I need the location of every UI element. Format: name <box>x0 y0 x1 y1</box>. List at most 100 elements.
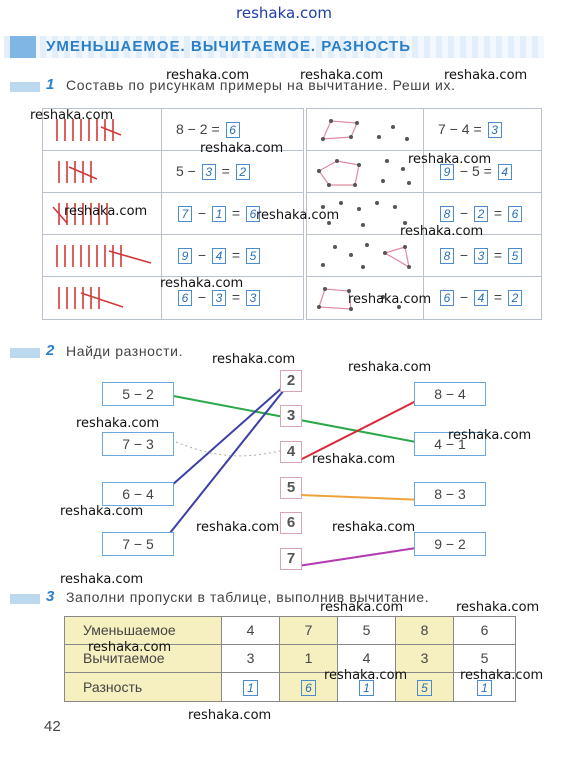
answer-box: 8 <box>440 248 454 264</box>
number-box: 7 <box>280 548 302 570</box>
difference-cell: 5 <box>395 672 454 702</box>
row-label-minuend: Уменьшаемое <box>64 616 222 645</box>
answer-box: 3 <box>245 290 260 306</box>
answer-box: 4 <box>497 164 512 180</box>
title-band <box>4 36 544 58</box>
equation-right-4: 8 − 3 = 5 <box>438 247 524 264</box>
eq-a: 8 <box>176 121 184 137</box>
task1-bar <box>10 82 40 92</box>
line-red <box>299 398 421 461</box>
answer-box: 4 <box>473 290 488 306</box>
watermark: reshaka.com <box>456 600 540 615</box>
watermark: reshaka.com <box>324 668 408 683</box>
right-expression: 9 − 2 <box>414 532 486 556</box>
equation-cell <box>161 276 304 320</box>
row-label-subtrahend: Вычитаемое <box>64 644 222 673</box>
sticks-picture <box>58 287 124 309</box>
task1-number: 1 <box>46 76 55 93</box>
watermark: reshaka.com <box>76 416 160 431</box>
dots-picture <box>321 243 411 269</box>
answer-box: 8 <box>440 206 454 222</box>
watermark: reshaka.com <box>166 68 250 83</box>
watermark: reshaka.com <box>312 452 396 467</box>
number-box: 2 <box>280 370 302 392</box>
sticks-picture <box>58 161 98 183</box>
watermark: reshaka.com <box>160 276 244 291</box>
answer-box: 4 <box>211 248 226 264</box>
line-blue-2 <box>161 389 285 544</box>
left-expression: 7 − 3 <box>102 432 174 456</box>
dots-picture <box>317 159 411 187</box>
task2-bar <box>10 348 40 358</box>
left-expression: 5 − 2 <box>102 382 174 406</box>
eq-a: 7 <box>438 121 446 137</box>
answer-box: 1 <box>477 680 492 696</box>
left-expression: 7 − 5 <box>102 532 174 556</box>
picture-cell <box>42 276 162 320</box>
task3-table: Уменьшаемое Вычитаемое Разность 4 3 1 7 … <box>64 616 516 702</box>
equation-left-3: 7 − 1 = 6 <box>176 205 262 222</box>
answer-box: 5 <box>245 248 260 264</box>
number-box: 5 <box>280 477 302 499</box>
equation-right-3: 8 − 2 = 6 <box>438 205 524 222</box>
eq-b: 4 <box>461 121 470 137</box>
watermark: reshaka.com <box>236 4 332 22</box>
answer-box: 1 <box>211 206 226 222</box>
task3-text: Заполни пропуски в таблице, выполнив выч… <box>66 589 430 605</box>
watermark: reshaka.com <box>30 108 114 123</box>
watermark: reshaka.com <box>200 141 284 156</box>
equation-left-4: 9 − 4 = 5 <box>176 247 262 264</box>
task3-bar <box>10 594 40 604</box>
subtrahend-cell: 3 <box>395 644 454 673</box>
dots-picture <box>321 119 409 141</box>
left-expression: 6 − 4 <box>102 482 174 506</box>
watermark: reshaka.com <box>460 668 544 683</box>
answer-box: 6 <box>225 122 240 138</box>
task1-left-grid <box>42 108 304 320</box>
watermark: reshaka.com <box>348 292 432 307</box>
answer-box: 3 <box>473 248 488 264</box>
answer-box: 2 <box>473 206 488 222</box>
task1-right-grid <box>306 108 542 320</box>
subtrahend-cell: 3 <box>221 644 280 673</box>
task2-number: 2 <box>46 342 55 359</box>
task3-number: 3 <box>46 588 55 605</box>
watermark: reshaka.com <box>212 352 296 367</box>
right-expression: 4 − 1 <box>414 432 486 456</box>
eq-a: 5 <box>176 163 184 179</box>
answer-box: 9 <box>440 164 454 180</box>
answer-box: 2 <box>507 290 522 306</box>
task1-text: Составь по рисункам примеры на вычитание… <box>66 77 456 93</box>
answer-box: 6 <box>245 206 260 222</box>
watermark: reshaka.com <box>444 68 528 83</box>
equation-left-1: 8 − 2 = 6 <box>176 121 242 138</box>
difference-cell: 1 <box>221 672 280 702</box>
difference-cell: 6 <box>279 672 338 702</box>
minuend-cell: 4 <box>221 616 280 645</box>
dots-picture <box>317 287 401 311</box>
minuend-cell: 7 <box>279 616 338 645</box>
equation-right-2: 9 − 5 = 4 <box>438 163 514 180</box>
page-title: УМЕНЬШАЕМОЕ. ВЫЧИТАЕМОЕ. РАЗНОСТЬ <box>46 38 412 55</box>
watermark: reshaka.com <box>408 152 492 167</box>
difference-cell: 1 <box>453 672 516 702</box>
equation-right-5: 6 − 4 = 2 <box>438 289 524 306</box>
task2-text: Найди разности. <box>66 343 184 359</box>
watermark: reshaka.com <box>60 504 144 519</box>
watermark: reshaka.com <box>256 208 340 223</box>
answer-box: 2 <box>235 164 250 180</box>
watermark: reshaka.com <box>320 600 404 615</box>
answer-box: 3 <box>211 290 226 306</box>
watermark: reshaka.com <box>448 428 532 443</box>
right-expression: 8 − 4 <box>414 382 486 406</box>
watermark: reshaka.com <box>188 708 272 723</box>
equation-left-5: 6 − 3 = 3 <box>176 289 262 306</box>
answer-box: 7 <box>178 206 192 222</box>
watermark: reshaka.com <box>60 572 144 587</box>
number-box: 3 <box>280 405 302 427</box>
minuend-cell: 8 <box>395 616 454 645</box>
row-label-difference: Разность <box>64 672 222 702</box>
sticks-picture <box>56 119 122 141</box>
watermark: reshaka.com <box>300 68 384 83</box>
